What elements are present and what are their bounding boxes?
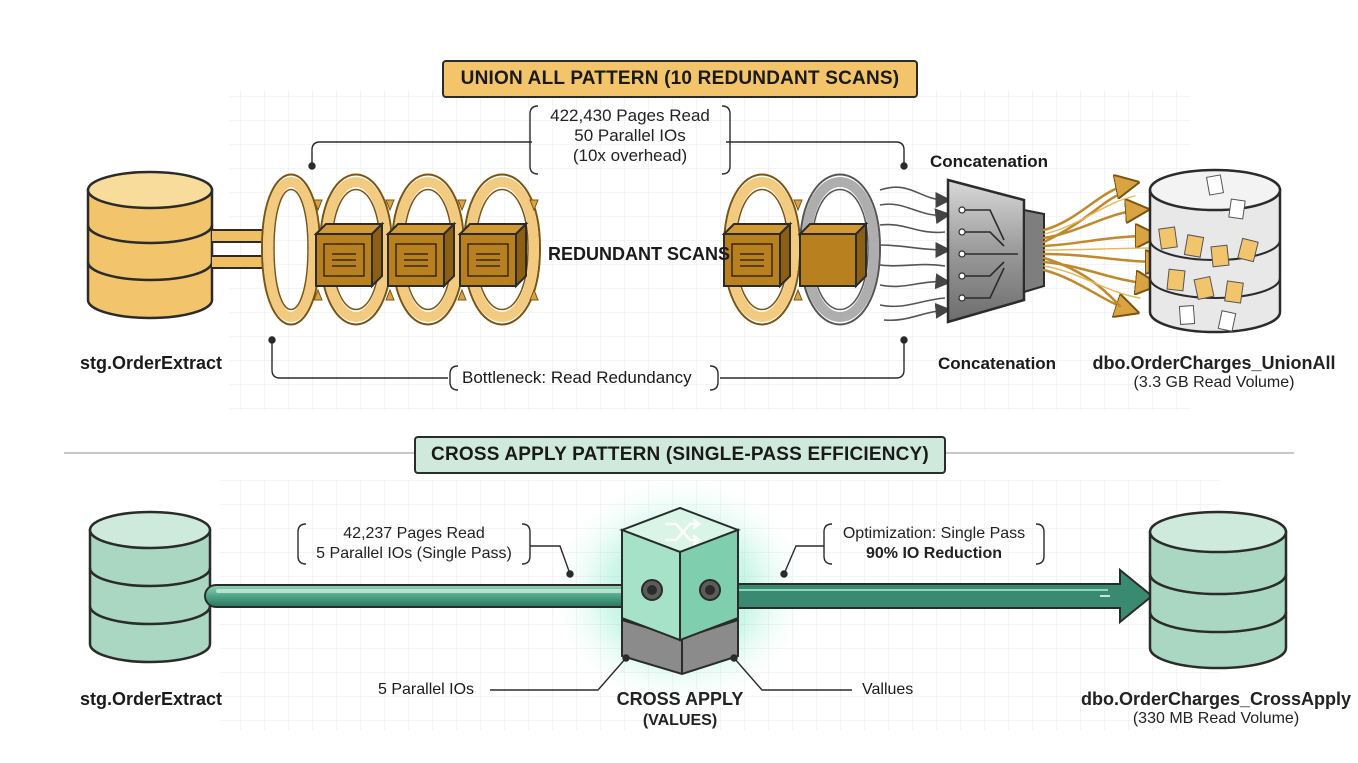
union-target: dbo.OrderCharges_UnionAll (3.3 GB Read V… — [1086, 353, 1342, 393]
cross-stats-callout: 42,237 Pages Read 5 Parallel IOs (Single… — [300, 524, 528, 564]
union-pipes — [212, 229, 262, 269]
teal-arrow-right — [699, 567, 1154, 625]
cross-title: CROSS APPLY PATTERN (SINGLE-PASS EFFICIE… — [431, 444, 929, 465]
cross-operator-label: CROSS APPLY (VALUES) — [600, 689, 760, 731]
cross-pages-read: 42,237 Pages Read — [343, 525, 485, 542]
cross-operator-line1: CROSS APPLY — [616, 689, 744, 709]
cube-icon — [721, 221, 869, 289]
cross-left-callout: 5 Parallel IOs — [378, 681, 475, 698]
union-concat-bottom: Concatenation — [938, 354, 1057, 373]
cross-optimization: Optimization: Single Pass — [842, 525, 1026, 542]
database-icon — [1148, 510, 1288, 670]
cross-banner: CROSS APPLY PATTERN (SINGLE-PASS EFFICIE… — [414, 436, 946, 474]
cross-parallel-ios: 5 Parallel IOs (Single Pass) — [316, 545, 512, 562]
union-redundant-label: REDUNDANT SCANS — [548, 244, 731, 264]
union-target-volume: (3.3 GB Read Volume) — [1133, 374, 1295, 391]
union-title: UNION ALL PATTERN (10 REDUNDANT SCANS) — [460, 68, 900, 89]
output-spray — [1042, 184, 1160, 310]
bracket-lines — [308, 105, 908, 175]
cross-target-volume: (330 MB Read Volume) — [1132, 710, 1300, 727]
union-concat-top: Concatenation — [930, 152, 1049, 171]
union-bottleneck: Bottleneck: Read Redundancy — [462, 368, 692, 387]
database-icon — [86, 170, 214, 320]
union-pages-read: 422,430 Pages Read — [550, 106, 710, 125]
bottleneck-bracket — [268, 336, 908, 391]
teal-pipe-left — [204, 584, 660, 608]
union-source-label: stg.OrderExtract — [80, 353, 223, 373]
cross-operator-line2: (VALUES) — [642, 712, 718, 729]
cross-source-label: stg.OrderExtract — [80, 689, 223, 709]
cross-optimization-callout: Optimization: Single Pass 90% IO Reducti… — [826, 524, 1042, 564]
union-parallel-ios: 50 Parallel IOs — [574, 126, 686, 145]
callout-lines — [297, 523, 1045, 691]
cross-right-callout: Vallues — [862, 681, 914, 698]
union-target-label: dbo.OrderCharges_UnionAll — [1092, 353, 1336, 373]
funnel-icon — [946, 178, 1045, 324]
stream-lines — [879, 186, 952, 322]
document-icon — [1158, 174, 1259, 332]
union-stats-callout: 422,430 Pages Read 50 Parallel IOs (10x … — [534, 106, 726, 166]
cross-target: dbo.OrderCharges_CrossApply (330 MB Read… — [1076, 689, 1356, 729]
database-icon — [88, 510, 212, 664]
shuffle-icon — [664, 518, 702, 546]
cross-target-label: dbo.OrderCharges_CrossApply — [1080, 689, 1352, 709]
cube-icon — [313, 221, 529, 289]
cube-icon — [619, 506, 741, 676]
cross-reduction: 90% IO Reduction — [865, 545, 1003, 562]
union-banner: UNION ALL PATTERN (10 REDUNDANT SCANS) — [442, 60, 918, 98]
union-overhead: (10x overhead) — [572, 146, 688, 165]
